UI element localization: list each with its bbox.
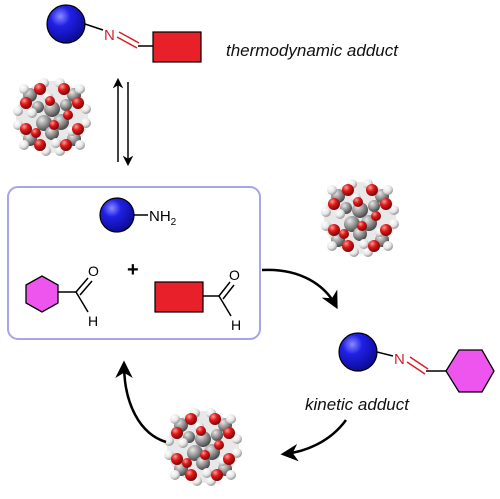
bond-line [84, 23, 104, 31]
red-block-icon [152, 31, 202, 63]
blue-sphere-icon [99, 197, 135, 233]
molecular-cage-icon [321, 179, 399, 257]
reaction-arrow-to-reactants [115, 360, 167, 444]
atom-n-top: N [104, 27, 115, 44]
amine-nh-label: NH2 [149, 208, 177, 228]
atom-n-kinetic: N [394, 351, 405, 368]
kinetic-adduct-structure: N [338, 332, 495, 393]
thermodynamic-adduct-label: thermodynamic adduct [226, 41, 399, 60]
molecular-cage-icon [164, 408, 242, 486]
blue-sphere-icon [338, 332, 378, 372]
atom-h-left: H [88, 313, 98, 329]
reaction-arrow-to-cage [280, 419, 348, 462]
amine-nh-text: NH [149, 208, 171, 225]
imine-double-bond-2 [409, 356, 429, 370]
amine-subscript: 2 [171, 217, 177, 228]
reactants-box [7, 186, 261, 340]
atom-o-right: O [229, 267, 240, 283]
carbonyl-bond [75, 277, 89, 293]
reaction-arrow-to-kinetic [261, 268, 338, 310]
blue-sphere-icon [46, 4, 86, 44]
carbonyl-bond-2 [222, 284, 235, 300]
imine-double-bond [406, 361, 426, 375]
atom-o-left: O [88, 263, 99, 279]
carbonyl-bond-2 [79, 280, 93, 296]
block-aldehyde: O H [154, 267, 241, 333]
magenta-hexagon-icon [25, 275, 59, 313]
thermodynamic-adduct-structure: N [46, 4, 202, 63]
imine-double-bond-2 [118, 31, 140, 44]
red-block-icon [154, 281, 204, 313]
kinetic-adduct-label: kinetic adduct [305, 395, 410, 414]
bond-line [376, 351, 394, 357]
aldehyde-h-bond [218, 295, 232, 317]
plus-sign: + [127, 259, 139, 281]
molecular-cage-icon [13, 78, 91, 156]
carbonyl-bond [218, 281, 231, 297]
hexagon-aldehyde: O H [25, 263, 99, 329]
aldehyde-h-bond [75, 291, 89, 313]
imine-double-bond [116, 36, 138, 49]
magenta-hexagon-icon [445, 349, 495, 393]
atom-h-right: H [231, 317, 241, 333]
